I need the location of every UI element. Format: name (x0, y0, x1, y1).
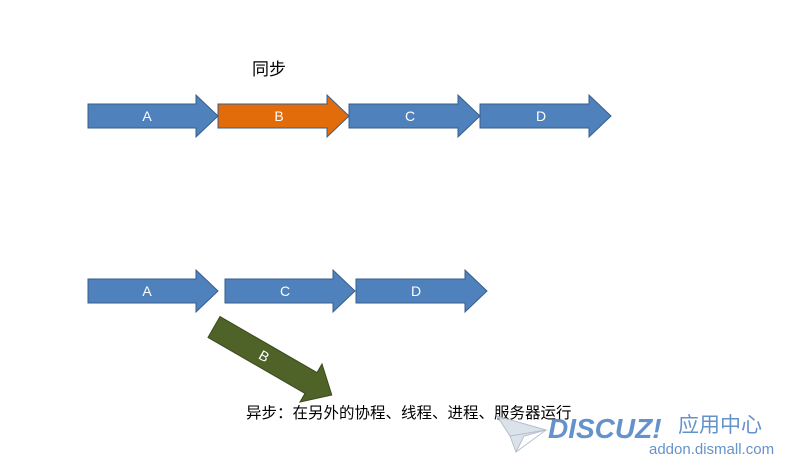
sync-step-c-shape (348, 93, 481, 139)
async-flow: A C D B (87, 268, 488, 403)
watermark-brand-cn: 应用中心 (678, 413, 762, 437)
sync-flow: A B C D (87, 93, 612, 139)
sync-step-a-arrow: A (87, 93, 219, 139)
watermark-url: addon.dismall.com (649, 441, 774, 458)
sync-step-b-label: B (274, 108, 283, 124)
async-branch-b-arrow: B (207, 315, 333, 403)
async-note: 异步：在另外的协程、线程、进程、服务器运行 (246, 404, 572, 422)
sync-step-b-shape (217, 93, 350, 139)
watermark-brand: DISCUZ! (548, 413, 662, 444)
sync-step-a-label: A (142, 108, 152, 124)
async-step-a-shape (87, 268, 219, 314)
sync-step-d-shape (479, 93, 612, 139)
async-branch-b-shape (207, 315, 333, 403)
async-step-d-shape (355, 268, 488, 314)
sync-step-c-arrow: C (348, 93, 481, 139)
async-step-c-label: C (280, 283, 290, 299)
sync-title: 同步 (252, 60, 286, 80)
sync-step-d-arrow: D (479, 93, 612, 139)
async-step-d-label: D (411, 283, 421, 299)
watermark: DISCUZ! 应用中心 addon.dismall.com (495, 413, 774, 458)
sync-step-a-shape (87, 93, 219, 139)
sync-step-d-label: D (536, 108, 546, 124)
async-step-a-arrow: A (87, 268, 219, 314)
async-step-c-arrow: C (224, 268, 356, 314)
paper-plane-icon (495, 415, 548, 454)
sync-step-c-label: C (405, 108, 415, 124)
async-step-a-label: A (142, 283, 152, 299)
async-step-d-arrow: D (355, 268, 488, 314)
async-step-c-shape (224, 268, 356, 314)
sync-step-b-arrow: B (217, 93, 350, 139)
